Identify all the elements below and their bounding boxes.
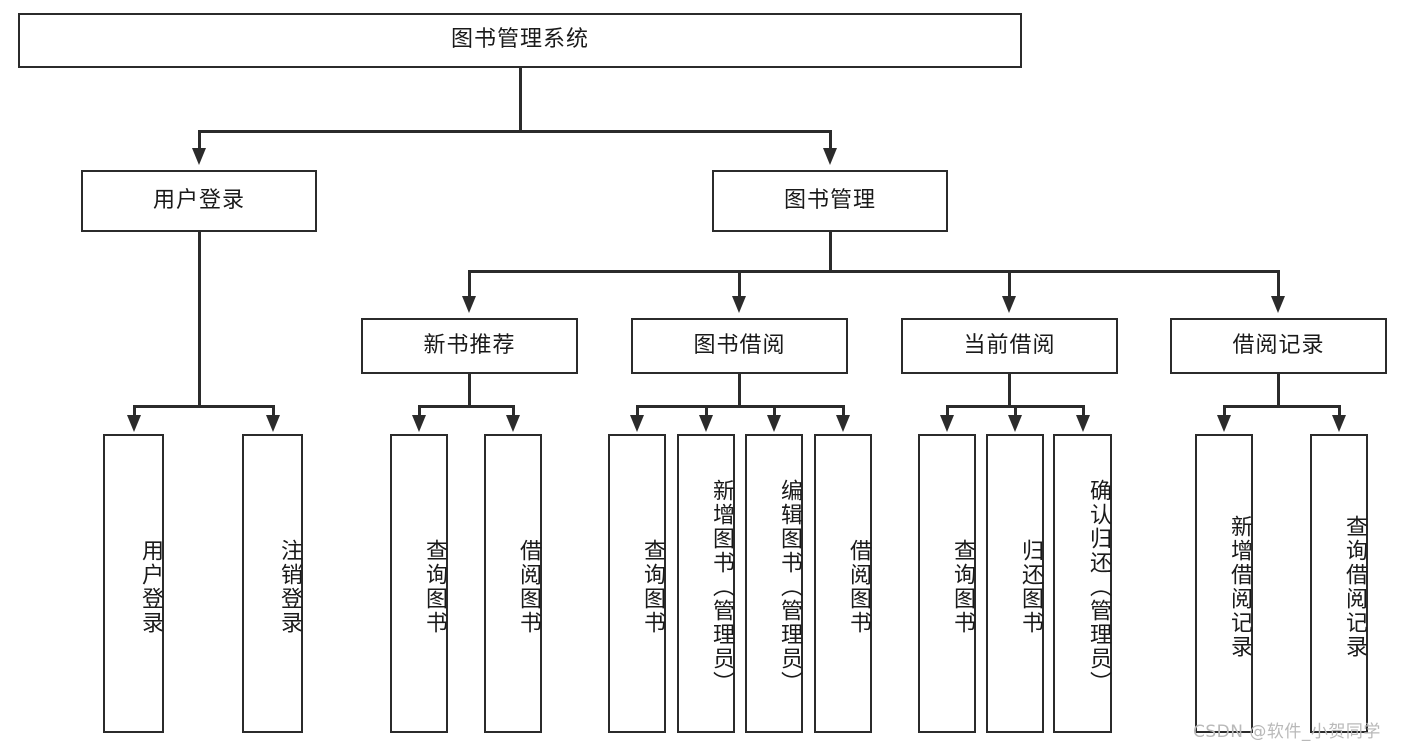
node-leaf-query-book-rec-label: 查询图书 xyxy=(422,538,447,635)
arrow-book-borrow-leaf2 xyxy=(699,415,713,432)
node-leaf-add-book-admin-label: 新增图书（管理员） xyxy=(709,478,734,695)
edge-current-borrow-down xyxy=(1008,374,1011,405)
edge-borrow-record-down xyxy=(1277,374,1280,405)
edge-current-borrow-leaf1 xyxy=(946,405,949,417)
edge-new-book-rec-down xyxy=(468,374,471,405)
edge-user-login-bus xyxy=(133,405,275,408)
node-leaf-query-book-rec[interactable]: 查询图书 xyxy=(390,434,448,733)
node-book-borrow[interactable]: 图书借阅 xyxy=(631,318,848,374)
node-book-manage[interactable]: 图书管理 xyxy=(712,170,948,232)
node-leaf-add-book-admin[interactable]: 新增图书（管理员） xyxy=(677,434,735,733)
edge-book-borrow-leaf4 xyxy=(842,405,845,417)
arrow-to-borrow-record xyxy=(1271,296,1285,313)
edge-new-book-rec-bus xyxy=(418,405,513,408)
node-leaf-add-borrow-rec-label: 新增借阅记录 xyxy=(1227,514,1252,659)
edge-user-login-down xyxy=(198,232,201,405)
node-leaf-return-book-label: 归还图书 xyxy=(1018,538,1043,635)
edge-to-new-book-rec xyxy=(468,270,471,298)
edge-book-borrow-leaf3 xyxy=(773,405,776,417)
node-leaf-user-login-label: 用户登录 xyxy=(138,538,163,635)
edge-root-down xyxy=(519,68,522,130)
edge-current-borrow-leaf2 xyxy=(1014,405,1017,417)
arrow-to-book-manage xyxy=(823,148,837,165)
edge-current-borrow-leaf3 xyxy=(1082,405,1085,417)
node-current-borrow-label: 当前借阅 xyxy=(963,332,1056,358)
edge-to-book-manage xyxy=(829,130,832,150)
arrow-book-borrow-leaf3 xyxy=(767,415,781,432)
arrow-to-current-borrow xyxy=(1002,296,1016,313)
edge-borrow-record-leaf1 xyxy=(1223,405,1226,417)
node-leaf-confirm-return[interactable]: 确认归还（管理员） xyxy=(1053,434,1112,733)
arrow-book-borrow-leaf4 xyxy=(836,415,850,432)
node-new-book-rec[interactable]: 新书推荐 xyxy=(361,318,578,374)
node-leaf-query-borrow-rec-label: 查询借阅记录 xyxy=(1342,514,1367,659)
arrow-current-borrow-leaf3 xyxy=(1076,415,1090,432)
node-borrow-record[interactable]: 借阅记录 xyxy=(1170,318,1387,374)
edge-book-borrow-bus xyxy=(636,405,843,408)
node-leaf-query-book-label: 查询图书 xyxy=(640,538,665,635)
node-current-borrow[interactable]: 当前借阅 xyxy=(901,318,1118,374)
node-borrow-record-label: 借阅记录 xyxy=(1232,332,1325,358)
edge-book-borrow-leaf2 xyxy=(705,405,708,417)
edge-level3-bus xyxy=(468,270,1279,273)
edge-level2-bus xyxy=(198,130,831,133)
arrow-user-login-leaf2 xyxy=(266,415,280,432)
arrow-book-borrow-leaf1 xyxy=(630,415,644,432)
arrow-to-new-book-rec xyxy=(462,296,476,313)
arrow-current-borrow-leaf2 xyxy=(1008,415,1022,432)
edge-book-borrow-leaf1 xyxy=(636,405,639,417)
node-leaf-logout-login[interactable]: 注销登录 xyxy=(242,434,303,733)
node-book-borrow-label: 图书借阅 xyxy=(693,332,786,358)
arrow-new-book-rec-leaf1 xyxy=(412,415,426,432)
edge-new-book-rec-leaf2 xyxy=(512,405,515,417)
arrow-current-borrow-leaf1 xyxy=(940,415,954,432)
node-root[interactable]: 图书管理系统 xyxy=(18,13,1022,68)
edge-new-book-rec-leaf1 xyxy=(418,405,421,417)
edge-book-manage-down xyxy=(829,232,832,270)
edge-to-current-borrow xyxy=(1008,270,1011,298)
csdn-watermark: CSDN @软件_小贺同学 xyxy=(1193,722,1381,742)
arrow-new-book-rec-leaf2 xyxy=(506,415,520,432)
arrow-user-login-leaf1 xyxy=(127,415,141,432)
edge-to-book-borrow xyxy=(738,270,741,298)
edge-to-user-login xyxy=(198,130,201,150)
node-leaf-query-book-cur-label: 查询图书 xyxy=(950,538,975,635)
arrow-borrow-record-leaf1 xyxy=(1217,415,1231,432)
node-user-login[interactable]: 用户登录 xyxy=(81,170,317,232)
node-leaf-confirm-return-label: 确认归还（管理员） xyxy=(1086,478,1111,695)
node-book-manage-label: 图书管理 xyxy=(783,187,876,213)
arrow-borrow-record-leaf2 xyxy=(1332,415,1346,432)
node-leaf-edit-book-admin[interactable]: 编辑图书（管理员） xyxy=(745,434,803,733)
edge-book-borrow-down xyxy=(738,374,741,405)
node-new-book-rec-label: 新书推荐 xyxy=(423,332,516,358)
arrow-to-book-borrow xyxy=(732,296,746,313)
edge-borrow-record-leaf2 xyxy=(1338,405,1341,417)
edge-to-borrow-record xyxy=(1277,270,1280,298)
edge-user-login-leaf2 xyxy=(272,405,275,417)
node-leaf-query-borrow-rec[interactable]: 查询借阅记录 xyxy=(1310,434,1368,733)
node-leaf-logout-login-label: 注销登录 xyxy=(277,538,302,635)
edge-borrow-record-bus xyxy=(1223,405,1340,408)
node-leaf-borrow-book[interactable]: 借阅图书 xyxy=(814,434,872,733)
node-leaf-edit-book-admin-label: 编辑图书（管理员） xyxy=(777,478,802,695)
node-leaf-user-login[interactable]: 用户登录 xyxy=(103,434,164,733)
node-leaf-borrow-book-rec-label: 借阅图书 xyxy=(516,538,541,635)
node-leaf-add-borrow-rec[interactable]: 新增借阅记录 xyxy=(1195,434,1253,733)
node-leaf-borrow-book-rec[interactable]: 借阅图书 xyxy=(484,434,542,733)
node-root-label: 图书管理系统 xyxy=(450,27,589,53)
node-user-login-label: 用户登录 xyxy=(152,187,245,213)
arrow-to-user-login xyxy=(192,148,206,165)
node-leaf-query-book[interactable]: 查询图书 xyxy=(608,434,666,733)
node-leaf-query-book-cur[interactable]: 查询图书 xyxy=(918,434,976,733)
node-leaf-return-book[interactable]: 归还图书 xyxy=(986,434,1044,733)
edge-user-login-leaf1 xyxy=(133,405,136,417)
node-leaf-borrow-book-label: 借阅图书 xyxy=(846,538,871,635)
